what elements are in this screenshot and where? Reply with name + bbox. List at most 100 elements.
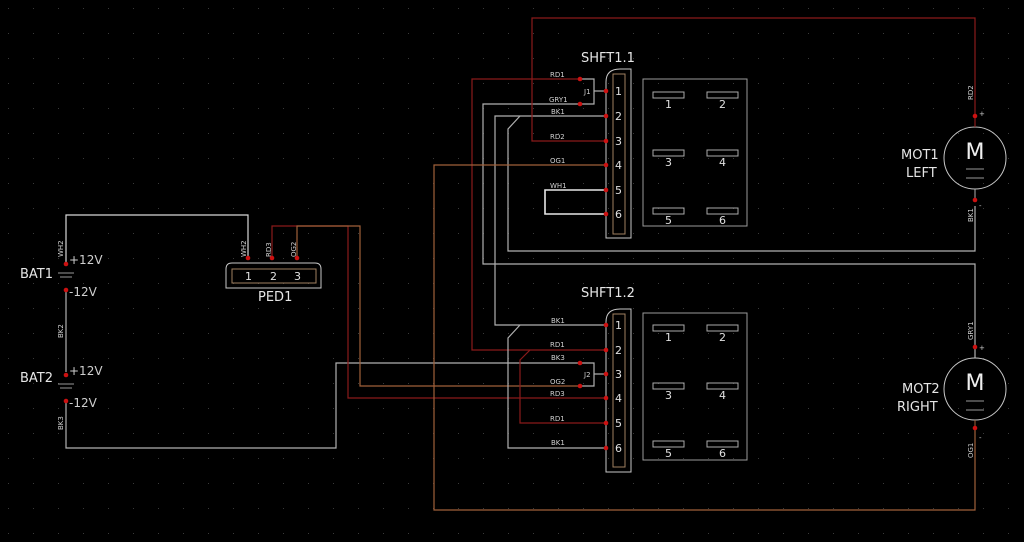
connector-shft11[interactable]: SHFT1.1 1 2 3 4 5 6 J1 [581, 51, 635, 239]
grid-dot [483, 358, 484, 359]
switch-footprint-1[interactable]: 1 2 3 4 5 6 [642, 78, 748, 227]
grid-dot [583, 33, 584, 34]
grid-dot [33, 408, 34, 409]
grid-dot [1008, 533, 1009, 534]
grid-dot [833, 258, 834, 259]
grid-dot [233, 158, 234, 159]
wire-s12-bk1-diag[interactable] [507, 324, 606, 449]
grid-dot [333, 83, 334, 84]
grid-dot [783, 108, 784, 109]
grid-dot [208, 133, 209, 134]
connector-shft12[interactable]: SHFT1.2 1 2 3 4 5 6 J2 [581, 286, 635, 473]
grid-dot [633, 508, 634, 509]
wire-s11-rd1[interactable] [471, 78, 606, 351]
grid-dot [933, 408, 934, 409]
grid-dot [233, 433, 234, 434]
grid-dot [708, 133, 709, 134]
grid-dot [533, 383, 534, 384]
grid-dot [283, 33, 284, 34]
grid-dot [633, 333, 634, 334]
junction-dot [603, 187, 609, 193]
wire-og2[interactable] [296, 225, 580, 387]
grid-dot [933, 433, 934, 434]
grid-dot [408, 508, 409, 509]
mot1-value: LEFT [906, 166, 937, 181]
grid-dot [1008, 108, 1009, 109]
grid-dot [808, 183, 809, 184]
connector-ped1[interactable]: 1 2 3 PED1 [225, 262, 322, 305]
grid-dot [533, 533, 534, 534]
grid-dot [483, 458, 484, 459]
wire-s12-rd1-diag[interactable] [519, 349, 606, 424]
wire-rd3[interactable] [271, 225, 606, 399]
grid-dot [158, 33, 159, 34]
grid-dot [208, 533, 209, 534]
battery-bat2[interactable]: BAT2 +12V -12V [20, 364, 103, 410]
grid-dot [283, 208, 284, 209]
motor-mot1[interactable]: M MOT1 LEFT + - [901, 110, 1007, 210]
grid-dot [808, 508, 809, 509]
wire-s11-wh1[interactable] [544, 189, 606, 215]
grid-dot [983, 258, 984, 259]
grid-dot [483, 283, 484, 284]
motor-mot2[interactable]: M MOT2 RIGHT + - [897, 344, 1007, 442]
shft12-pin3: 3 [615, 368, 622, 381]
grid-dot [158, 58, 159, 59]
grid-dot [858, 233, 859, 234]
grid-dot [733, 133, 734, 134]
grid-dot [133, 283, 134, 284]
label-ped-wh2: WH2 [240, 240, 248, 257]
grid-dot [458, 433, 459, 434]
wire-s11-rd2[interactable] [531, 17, 976, 142]
grid-dot [258, 33, 259, 34]
grid-dot [483, 8, 484, 9]
grid-dot [58, 308, 59, 309]
grid-dot [858, 83, 859, 84]
grid-dot [833, 533, 834, 534]
grid-dot [1008, 8, 1009, 9]
grid-dot [258, 58, 259, 59]
grid-dot [1008, 158, 1009, 159]
grid-dot [733, 8, 734, 9]
grid-dot [833, 408, 834, 409]
wire-mot1-bk1[interactable] [507, 115, 976, 252]
grid-dot [858, 408, 859, 409]
switch-footprint-2[interactable]: 1 2 3 4 5 6 [642, 312, 748, 461]
wire-s11-bk1[interactable] [494, 115, 606, 326]
grid-dot [908, 33, 909, 34]
grid-dot [233, 258, 234, 259]
grid-dot [8, 58, 9, 59]
grid-dot [483, 83, 484, 84]
grid-dot [458, 183, 459, 184]
grid-dot [783, 383, 784, 384]
grid-dot [683, 33, 684, 34]
label-s12-rd1b: RD1 [550, 415, 565, 423]
grid-dot [983, 233, 984, 234]
wire-wh2-bat[interactable] [65, 214, 249, 264]
grid-dot [858, 208, 859, 209]
shft12-pin6: 6 [615, 442, 622, 455]
grid-dot [83, 133, 84, 134]
wire-bk3[interactable] [65, 362, 580, 449]
grid-dot [533, 108, 534, 109]
wire-s11-gry1[interactable] [482, 103, 976, 347]
grid-dot [633, 458, 634, 459]
grid-dot [383, 458, 384, 459]
battery-bat1[interactable]: BAT1 +12V -12V [20, 253, 103, 299]
grid-dot [1008, 283, 1009, 284]
grid-dot [758, 8, 759, 9]
grid-dot [758, 408, 759, 409]
grid-dot [133, 408, 134, 409]
grid-dot [458, 508, 459, 509]
junction-dot [63, 261, 69, 267]
grid-dot [658, 533, 659, 534]
wire-s11-og1[interactable] [433, 164, 976, 511]
grid-dot [958, 458, 959, 459]
grid-dot [333, 333, 334, 334]
grid-dot [333, 383, 334, 384]
grid-dot [108, 183, 109, 184]
grid-dot [33, 283, 34, 284]
grid-dot [283, 258, 284, 259]
grid-dot [33, 308, 34, 309]
